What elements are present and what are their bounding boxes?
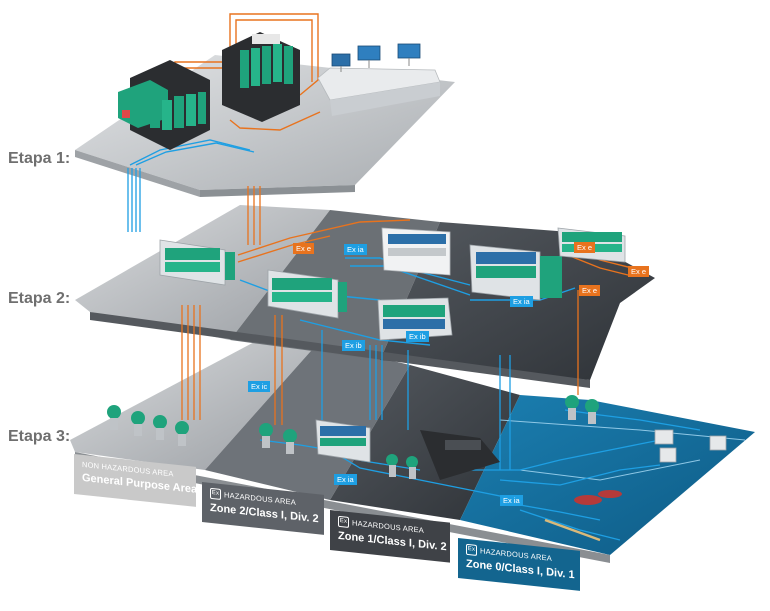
junction-box [377,297,453,341]
protection-tag-ex-e: Ex e [628,266,650,277]
protection-tag-ex-ib: Ex ib [342,340,365,351]
control-room-desk [317,43,441,116]
stage-2-label: Etapa 2: [8,290,71,307]
field-transmitters-zone0 [544,395,727,542]
fieldbus-hub [420,430,500,480]
stage-1-devices [118,32,441,150]
protection-tag-ex-ia: Ex ia [334,474,357,485]
remote-io-1 [159,239,235,286]
protection-tag-ex-e: Ex e [579,285,601,296]
stage-2-devices [159,227,626,341]
remote-io-3 [469,244,562,301]
monitor-1 [331,53,351,67]
field-transmitters-general [107,405,189,446]
stage-3-devices [107,395,727,542]
power-supply [381,227,451,276]
floor-edge [75,452,610,563]
monitor-2 [357,45,381,61]
protection-tag-ex-ib: Ex ib [406,331,429,342]
field-transmitters-zone1 [386,454,418,479]
protection-tag-ex-ic: Ex ic [248,381,271,392]
field-transmitters-zone2 [259,423,297,454]
floor-stage2-edge [90,312,590,388]
floor-stage1-edge-left [75,150,200,197]
stage-3-wiring [259,409,701,541]
ex-symbol-icon: Ex [338,515,349,528]
dcs-controller-left [118,60,210,150]
ex-symbol-icon: Ex [466,543,477,556]
stage-1-label: Etapa 1: [8,150,71,167]
stage-3-label: Etapa 3: [8,428,71,445]
floor-zone2 [205,343,410,500]
monitor-3 [397,43,421,59]
vertical-cables [127,168,579,470]
floor-stage1-edge [200,185,355,197]
remote-io-2 [267,269,347,319]
protection-tag-ex-ia: Ex ia [500,495,523,506]
protection-tag-ex-ia: Ex ia [344,244,367,255]
ex-symbol-icon: Ex [210,487,221,500]
protection-tag-ex-ia: Ex ia [510,296,533,307]
dcs-controller-right [222,32,300,122]
protection-tag-ex-e: Ex e [293,243,315,254]
protection-tag-ex-e: Ex e [574,242,596,253]
field-junction-box [315,419,371,463]
